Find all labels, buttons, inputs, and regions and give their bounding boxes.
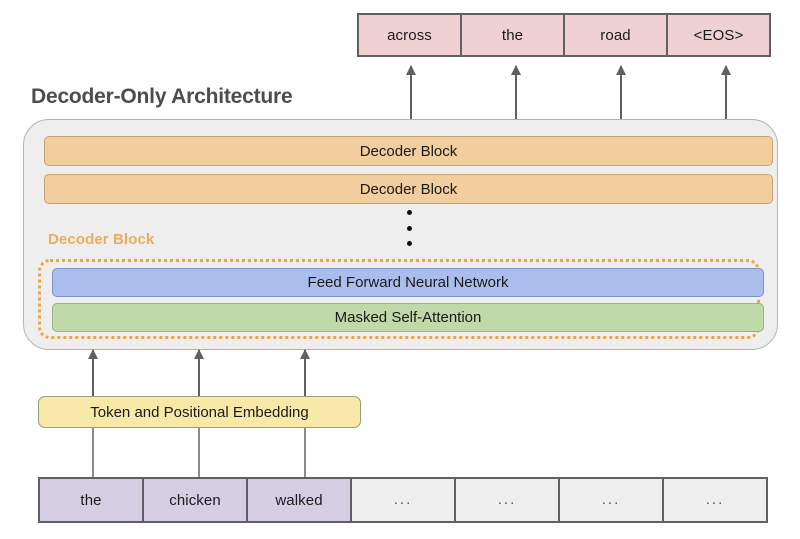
input-token-cell: walked — [246, 477, 352, 523]
expanded-decoder-block-outline — [38, 259, 760, 339]
output-token-cell: <EOS> — [666, 13, 771, 57]
ellipsis-dot — [406, 225, 412, 231]
input-token-cell-empty: ... — [454, 477, 560, 523]
page-title: Decoder-Only Architecture — [31, 85, 293, 108]
input-token-cell-empty: ... — [350, 477, 456, 523]
decoder-block-stacked-1: Decoder Block — [44, 136, 773, 166]
ellipsis-text: ... — [497, 491, 517, 508]
output-token-cell: across — [357, 13, 462, 57]
masked-self-attention-block: Masked Self-Attention — [52, 303, 764, 332]
arrow-to-decoder-3 — [304, 350, 306, 396]
decoder-block-stacked-2: Decoder Block — [44, 174, 773, 204]
arrow-to-output-2 — [515, 66, 517, 120]
feed-forward-neural-network-block: Feed Forward Neural Network — [52, 268, 764, 297]
output-token-cell: road — [563, 13, 668, 57]
expanded-decoder-block-label: Decoder Block — [48, 231, 155, 248]
line-input-to-embedding-1 — [92, 428, 94, 477]
arrow-to-decoder-1 — [92, 350, 94, 396]
ellipsis-dot — [406, 210, 412, 215]
arrow-to-output-1 — [410, 66, 412, 120]
token-positional-embedding-block: Token and Positional Embedding — [38, 396, 361, 428]
input-token-cell: chicken — [142, 477, 248, 523]
ellipsis-text: ... — [601, 491, 621, 508]
ellipsis-text: ... — [705, 491, 725, 508]
output-token-row: across the road <EOS> — [357, 13, 777, 57]
arrow-to-output-3 — [620, 66, 622, 120]
input-token-row: the chicken walked ... ... ... ... — [38, 477, 771, 523]
arrow-to-decoder-2 — [198, 350, 200, 396]
line-input-to-embedding-2 — [198, 428, 200, 477]
arrow-to-output-4 — [725, 66, 727, 120]
line-input-to-embedding-3 — [304, 428, 306, 477]
input-token-cell-empty: ... — [558, 477, 664, 523]
input-token-cell-empty: ... — [662, 477, 768, 523]
output-token-cell: the — [460, 13, 565, 57]
vertical-ellipsis-icon — [403, 210, 415, 246]
ellipsis-dot — [406, 241, 412, 246]
input-token-cell: the — [38, 477, 144, 523]
ellipsis-text: ... — [393, 491, 413, 508]
